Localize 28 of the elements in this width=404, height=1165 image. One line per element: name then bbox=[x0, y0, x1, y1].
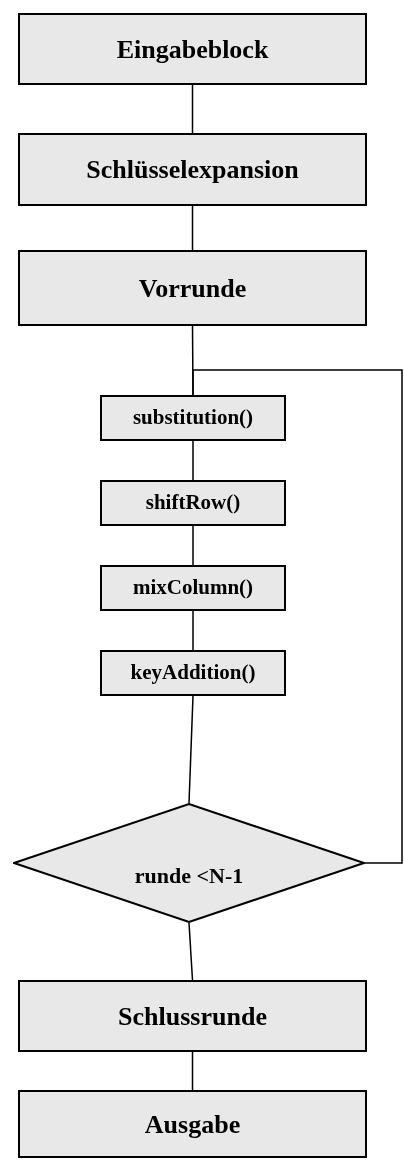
process-box bbox=[100, 650, 286, 696]
process-box bbox=[100, 565, 286, 611]
process-box bbox=[18, 1090, 367, 1158]
connector-line bbox=[188, 695, 194, 804]
process-box bbox=[18, 980, 367, 1052]
connector-line bbox=[191, 205, 194, 251]
connector-line bbox=[191, 84, 194, 134]
connector-line bbox=[192, 610, 194, 651]
step-label: Ausgabe bbox=[144, 1108, 241, 1141]
connector-line bbox=[192, 525, 194, 566]
process-box bbox=[100, 480, 286, 526]
condition-label: runde <N-1 bbox=[134, 861, 244, 890]
step-label: keyAddition() bbox=[130, 659, 256, 687]
step-label: mixColumn() bbox=[132, 574, 254, 602]
step-label: substitution() bbox=[132, 404, 254, 432]
step-label: Schlussrunde bbox=[118, 1000, 267, 1033]
process-box bbox=[18, 13, 367, 85]
connector-line bbox=[188, 922, 194, 981]
process-box bbox=[18, 133, 367, 206]
process-box bbox=[18, 250, 367, 326]
process-box bbox=[100, 395, 286, 441]
step-label: Schlüsselexpansion bbox=[86, 154, 299, 186]
step-label: shiftRow() bbox=[145, 489, 241, 517]
connector-line bbox=[191, 1051, 194, 1091]
step-label: Eingabeblock bbox=[116, 33, 269, 66]
connector-line bbox=[192, 440, 194, 481]
step-label: Vorrunde bbox=[138, 272, 247, 305]
connector-line bbox=[192, 369, 403, 864]
